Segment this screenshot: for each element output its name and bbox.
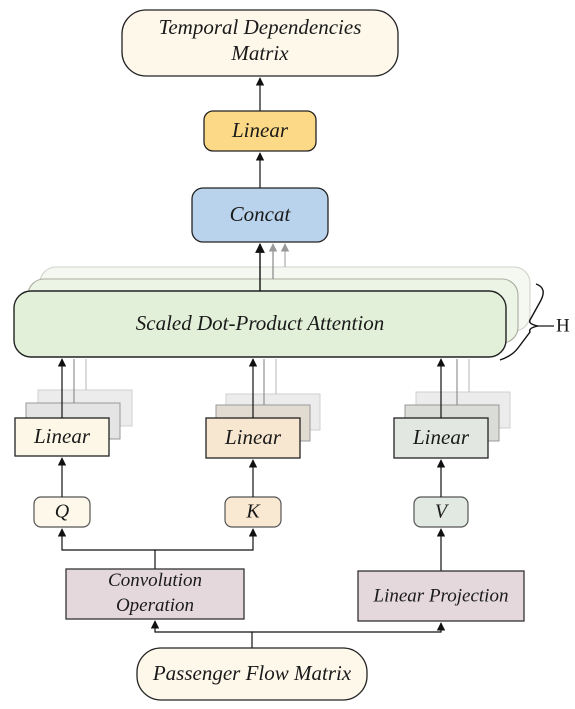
linear-output-node: Linear bbox=[203, 110, 317, 152]
v-label: V bbox=[435, 501, 450, 523]
passenger-flow-label: Passenger Flow Matrix bbox=[152, 661, 352, 685]
q-label: Q bbox=[55, 501, 70, 523]
linear-output-label: Linear bbox=[231, 118, 289, 142]
passenger-flow-node: Passenger Flow Matrix bbox=[136, 647, 368, 701]
conv-to-qk-connector bbox=[57, 528, 258, 569]
q-node: Q bbox=[33, 496, 91, 528]
input-fork-connector bbox=[150, 620, 446, 648]
v-node: V bbox=[413, 496, 469, 528]
linear-q-label: Linear bbox=[33, 424, 91, 448]
linear-v-label: Linear bbox=[412, 425, 470, 449]
heads-label: H bbox=[556, 315, 570, 336]
linear-projection-label: Linear Projection bbox=[373, 585, 509, 606]
linear-k-node: Linear bbox=[205, 417, 301, 459]
linear-v-node: Linear bbox=[393, 417, 489, 459]
linear-projection-node: Linear Projection bbox=[357, 570, 525, 622]
concat-node: Concat bbox=[191, 187, 329, 243]
heads-brace: H bbox=[499, 283, 570, 361]
linear-q-node: Linear bbox=[14, 417, 110, 457]
k-node: K bbox=[224, 496, 282, 528]
attention-label: Scaled Dot-Product Attention bbox=[136, 311, 384, 335]
linear-k-label: Linear bbox=[224, 425, 282, 449]
concat-label: Concat bbox=[230, 202, 292, 226]
k-label: K bbox=[245, 501, 261, 523]
attention-node: Scaled Dot-Product Attention bbox=[13, 290, 507, 358]
